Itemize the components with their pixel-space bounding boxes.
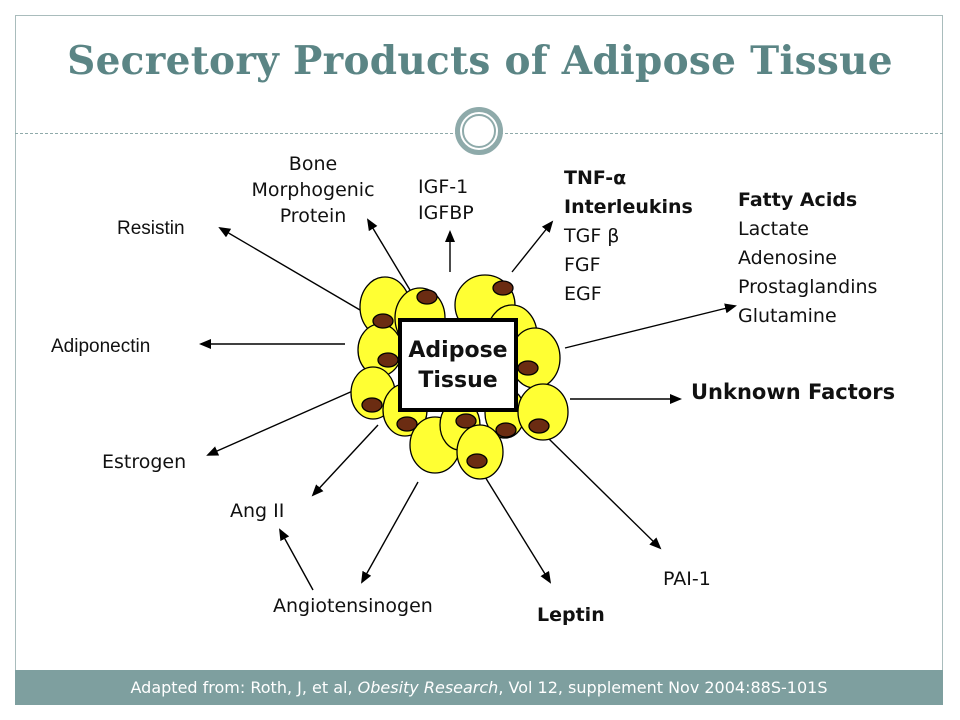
arrow-angiotensinogen-to-ang2 (279, 528, 314, 591)
label-bmp-line3: Protein (279, 205, 347, 227)
label-bmp: Bone Morphogenic Protein (228, 151, 398, 229)
adipose-tissue-box: Adipose Tissue (398, 318, 518, 412)
label-angiotensinogen: Angiotensinogen (273, 595, 433, 617)
nucleus (396, 416, 418, 432)
label-igfbp: IGFBP (418, 202, 474, 224)
label-prostaglandins: Prostaglandins (738, 276, 878, 298)
adipose-label-line1: Adipose (408, 338, 508, 363)
nucleus (377, 352, 399, 368)
label-metabolites: Fatty Acids Lactate Adenosine Prostaglan… (738, 186, 877, 331)
arrow-bmp (366, 218, 411, 291)
label-unknown-factors: Unknown Factors (691, 380, 896, 404)
nucleus (495, 422, 517, 438)
label-adenosine: Adenosine (738, 247, 837, 269)
nucleus (455, 413, 477, 429)
nucleus (517, 360, 539, 376)
label-lactate: Lactate (738, 218, 809, 240)
nucleus (361, 397, 383, 413)
label-igf: IGF-1 IGFBP (418, 174, 474, 226)
citation-prefix: Adapted from: Roth, J, et al, (130, 678, 358, 697)
arrow-pai1 (547, 437, 662, 550)
arrow-leptin (481, 471, 552, 584)
arrow-fatty-acids (564, 303, 737, 349)
arrow-ang2 (311, 424, 379, 497)
nucleus (416, 289, 438, 305)
arrow-resistin (218, 226, 361, 311)
arrow-estrogen (206, 389, 356, 456)
nucleus (528, 418, 550, 434)
label-ang-ii: Ang II (230, 500, 285, 522)
adipose-label-line2: Tissue (418, 368, 498, 393)
label-adiponectin: Adiponectin (51, 336, 151, 357)
label-resistin: Resistin (117, 218, 185, 239)
label-cytokines: TNF-α Interleukins TGF β FGF EGF (564, 164, 693, 309)
label-glutamine: Glutamine (738, 305, 837, 327)
label-bmp-line2: Morphogenic (251, 179, 375, 201)
citation-footer: Adapted from: Roth, J, et al, Obesity Re… (15, 670, 943, 705)
nucleus (372, 313, 394, 329)
label-tgf: TGF β (564, 225, 620, 247)
arrows (199, 218, 737, 591)
label-fgf: FGF (564, 254, 601, 276)
label-fatty-acids: Fatty Acids (738, 189, 858, 211)
label-interleukins: Interleukins (564, 196, 693, 218)
label-estrogen: Estrogen (102, 451, 187, 473)
arrow-tnf (511, 220, 554, 273)
label-leptin: Leptin (537, 604, 605, 626)
label-igf-1: IGF-1 (418, 176, 469, 198)
nucleus (492, 280, 514, 296)
label-egf: EGF (564, 283, 602, 305)
ring-ornament-inner (462, 114, 496, 148)
citation-journal: Obesity Research (357, 678, 499, 697)
label-pai-1: PAI-1 (663, 568, 711, 590)
label-bmp-line1: Bone (288, 153, 338, 175)
label-tnf: TNF-α (564, 167, 627, 189)
citation-suffix: , Vol 12, supplement Nov 2004:88S-101S (498, 678, 828, 697)
adipocyte (456, 424, 504, 480)
slide-title: Secretory Products of Adipose Tissue (67, 38, 893, 84)
arrow-angiotensinogen (361, 481, 419, 584)
nucleus (466, 453, 488, 469)
